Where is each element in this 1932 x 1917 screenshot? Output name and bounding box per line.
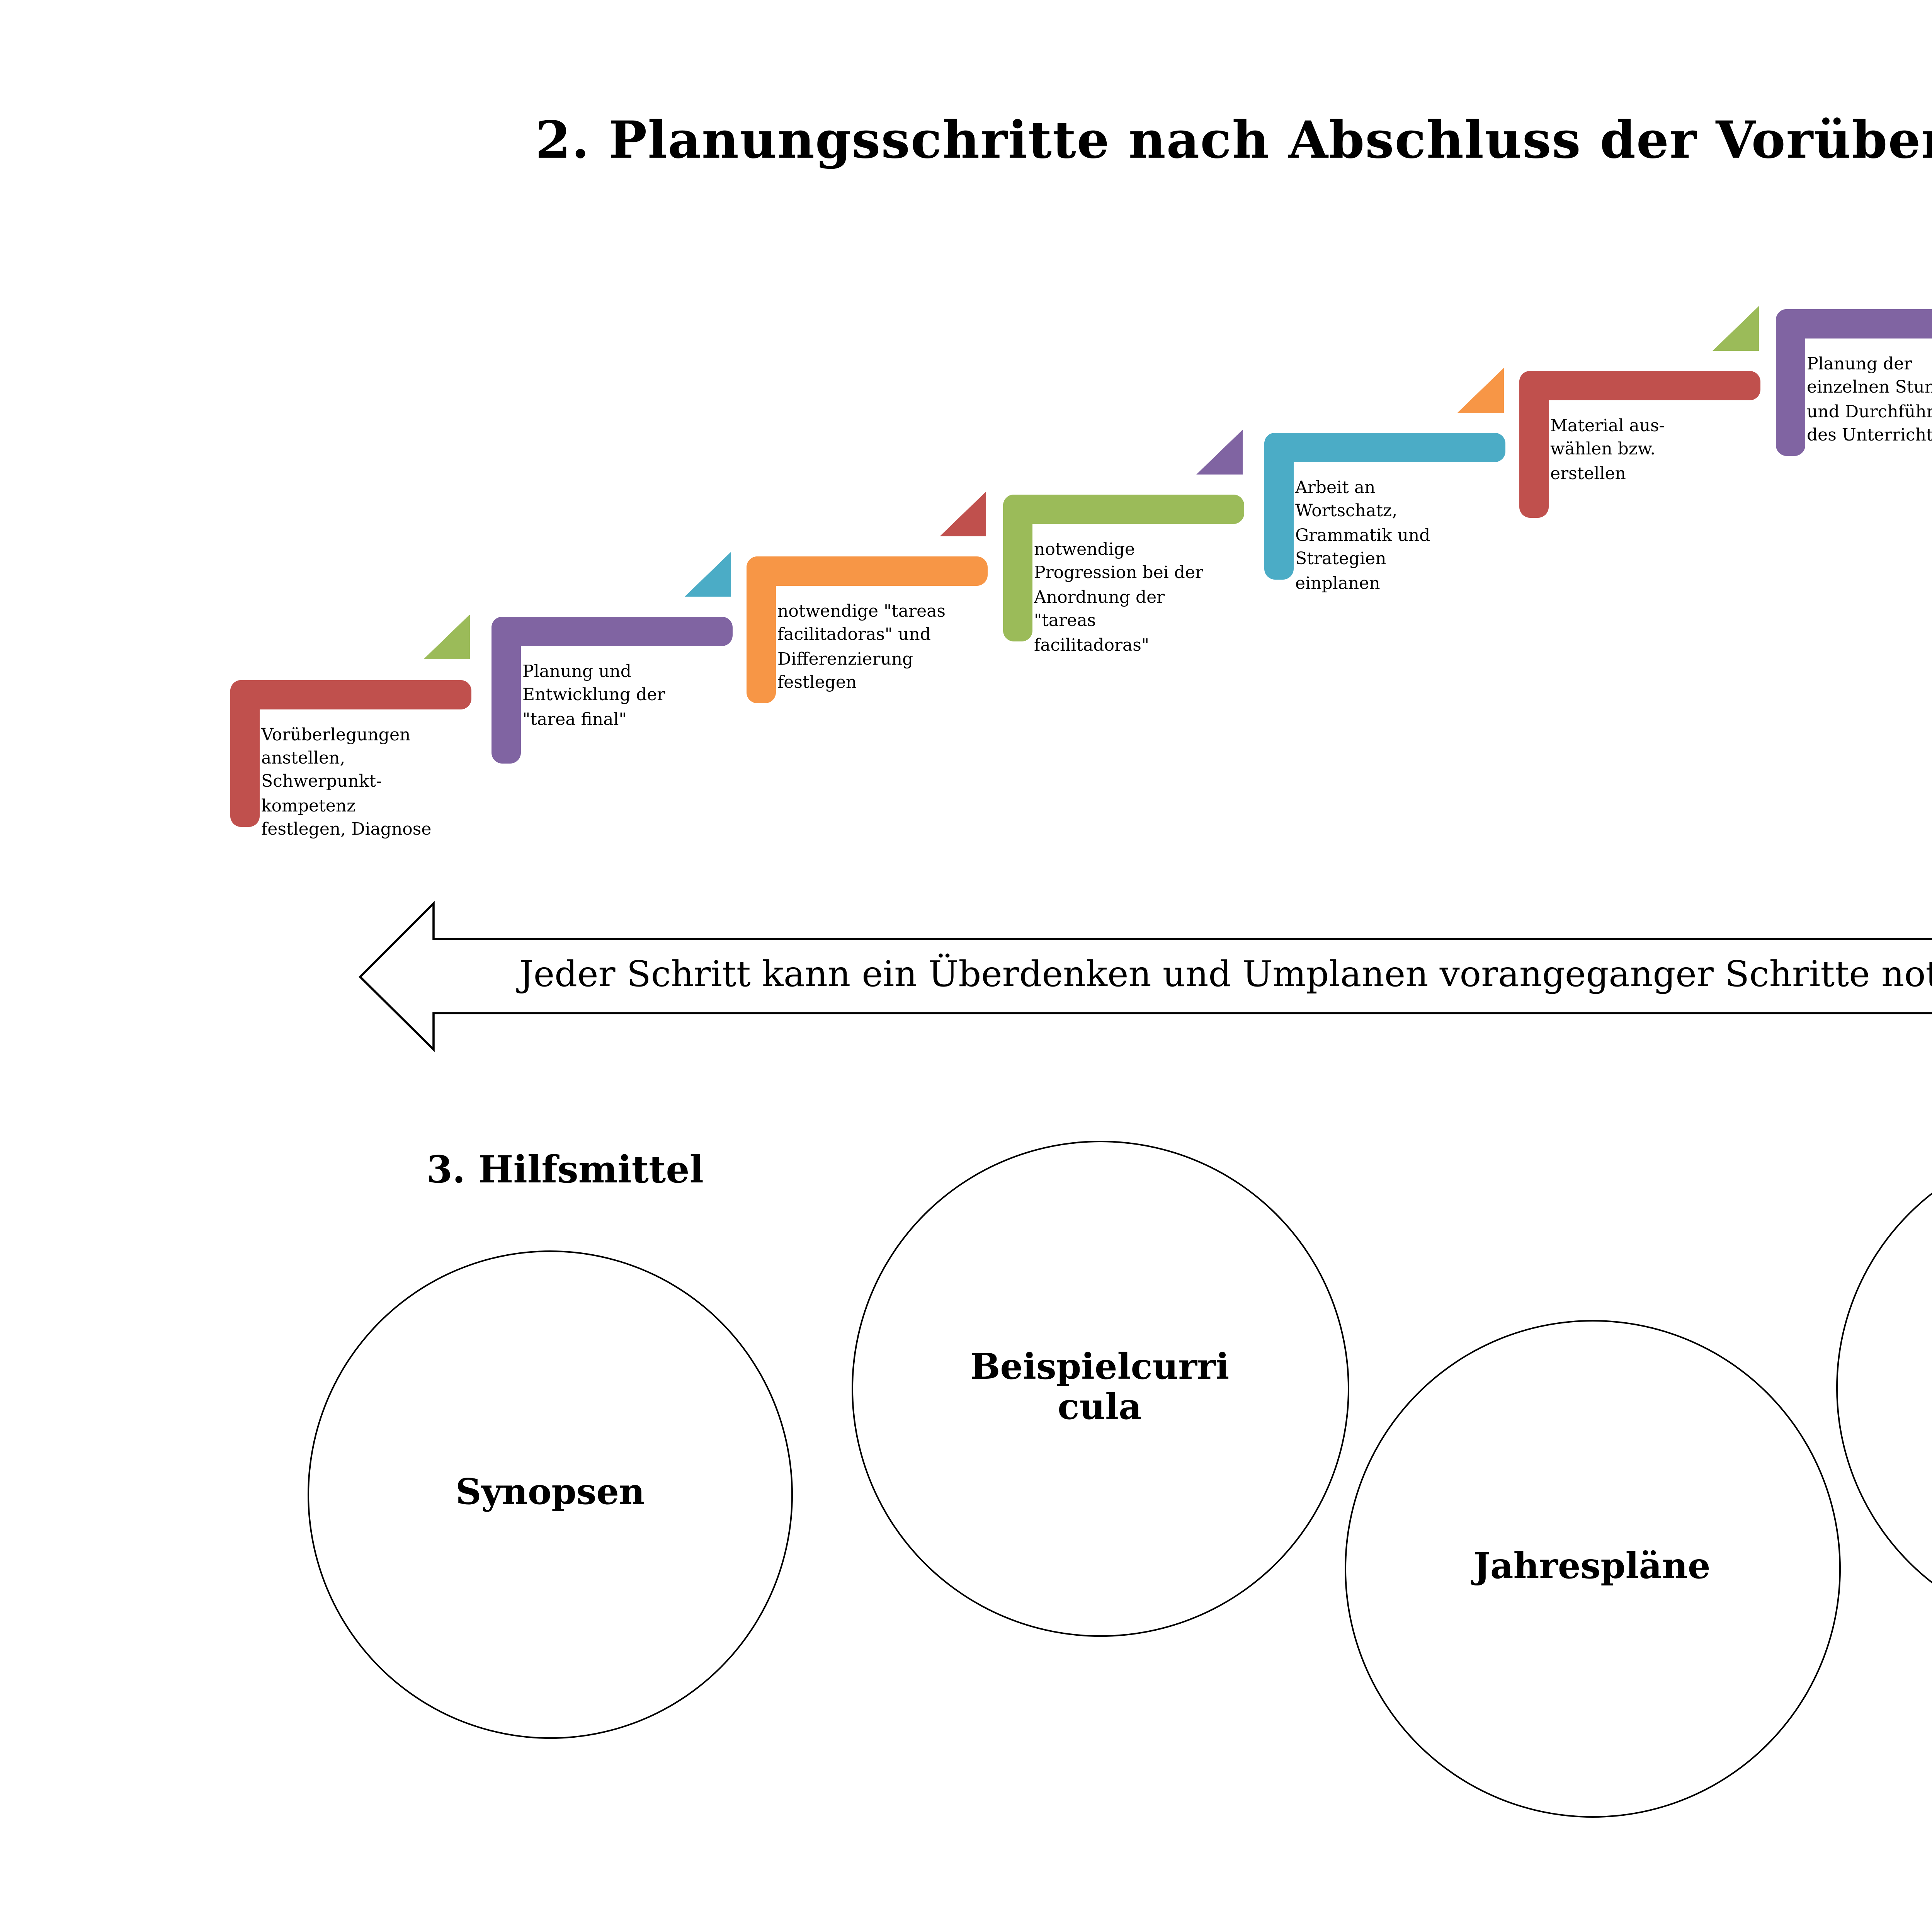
step-connector-triangle-icon xyxy=(1196,430,1243,475)
step-label: Planung der einzelnen Stunden und Durchf… xyxy=(1807,354,1932,446)
step-connector-triangle-icon xyxy=(1713,306,1759,351)
process-step-5: Arbeit an Wortschatz, Grammatik und Stra… xyxy=(1264,368,1505,593)
process-step-2: Planung und Entwicklung der "tarea final… xyxy=(492,552,733,764)
process-step-4: notwendige Progression bei der Anordnung… xyxy=(1003,430,1244,655)
step-bar-horizontal xyxy=(1776,309,1932,338)
step-bar-horizontal xyxy=(230,679,471,709)
tool-circle-label: Beispielcurri cula xyxy=(970,1345,1230,1428)
tool-circle-label: Synopsen xyxy=(456,1472,645,1514)
step-bar-horizontal xyxy=(1519,371,1760,400)
step-bar-horizontal xyxy=(1264,433,1505,462)
tool-circle-label: Jahrespläne xyxy=(1473,1546,1711,1588)
process-step-3: notwendige "tareas facilitadoras" und Di… xyxy=(747,492,988,703)
process-step-6: Material aus- wählen bzw. erstellen xyxy=(1519,306,1760,518)
step-label: Material aus- wählen bzw. erstellen xyxy=(1550,416,1665,484)
step-bar-horizontal xyxy=(1003,495,1244,524)
tool-circle-jahresplaene: Jahrespläne xyxy=(1344,1319,1840,1817)
tool-circle-lehrbuecher: Lehrbücher, Verlagsmateri alien, Interne… xyxy=(1836,1140,1932,1635)
process-step-1: Vorüberlegungen anstellen, Schwerpunkt- … xyxy=(230,614,471,839)
step-bar-horizontal xyxy=(492,617,733,646)
step-label: notwendige "tareas facilitadoras" und Di… xyxy=(777,601,946,693)
process-step-7: Planung der einzelnen Stunden und Durchf… xyxy=(1776,309,1932,456)
slide-title: 2. Planungsschritte nach Abschluss der V… xyxy=(535,110,1932,170)
step-label: Vorüberlegungen anstellen, Schwerpunkt- … xyxy=(261,724,432,840)
step-connector-triangle-icon xyxy=(1458,368,1504,413)
step-label: Arbeit an Wortschatz, Grammatik und Stra… xyxy=(1295,478,1430,593)
double-arrow-icon xyxy=(359,901,1932,1052)
feedback-arrow-label: Jeder Schritt kann ein Überdenken und Um… xyxy=(519,955,1932,995)
step-label: notwendige Progression bei der Anordnung… xyxy=(1034,539,1203,655)
step-connector-triangle-icon xyxy=(423,614,470,659)
step-connector-triangle-icon xyxy=(940,492,986,536)
tool-circle-synopsen: Synopsen xyxy=(308,1250,793,1738)
tool-circle-beispielcurricula: Beispielcurri cula xyxy=(851,1140,1349,1636)
step-bar-horizontal xyxy=(747,556,988,586)
double-arrow-shape xyxy=(359,901,1932,1052)
tools-heading: 3. Hilfsmittel xyxy=(427,1147,704,1192)
step-label: Planung und Entwicklung der "tarea final… xyxy=(522,662,665,730)
step-connector-triangle-icon xyxy=(685,552,731,597)
